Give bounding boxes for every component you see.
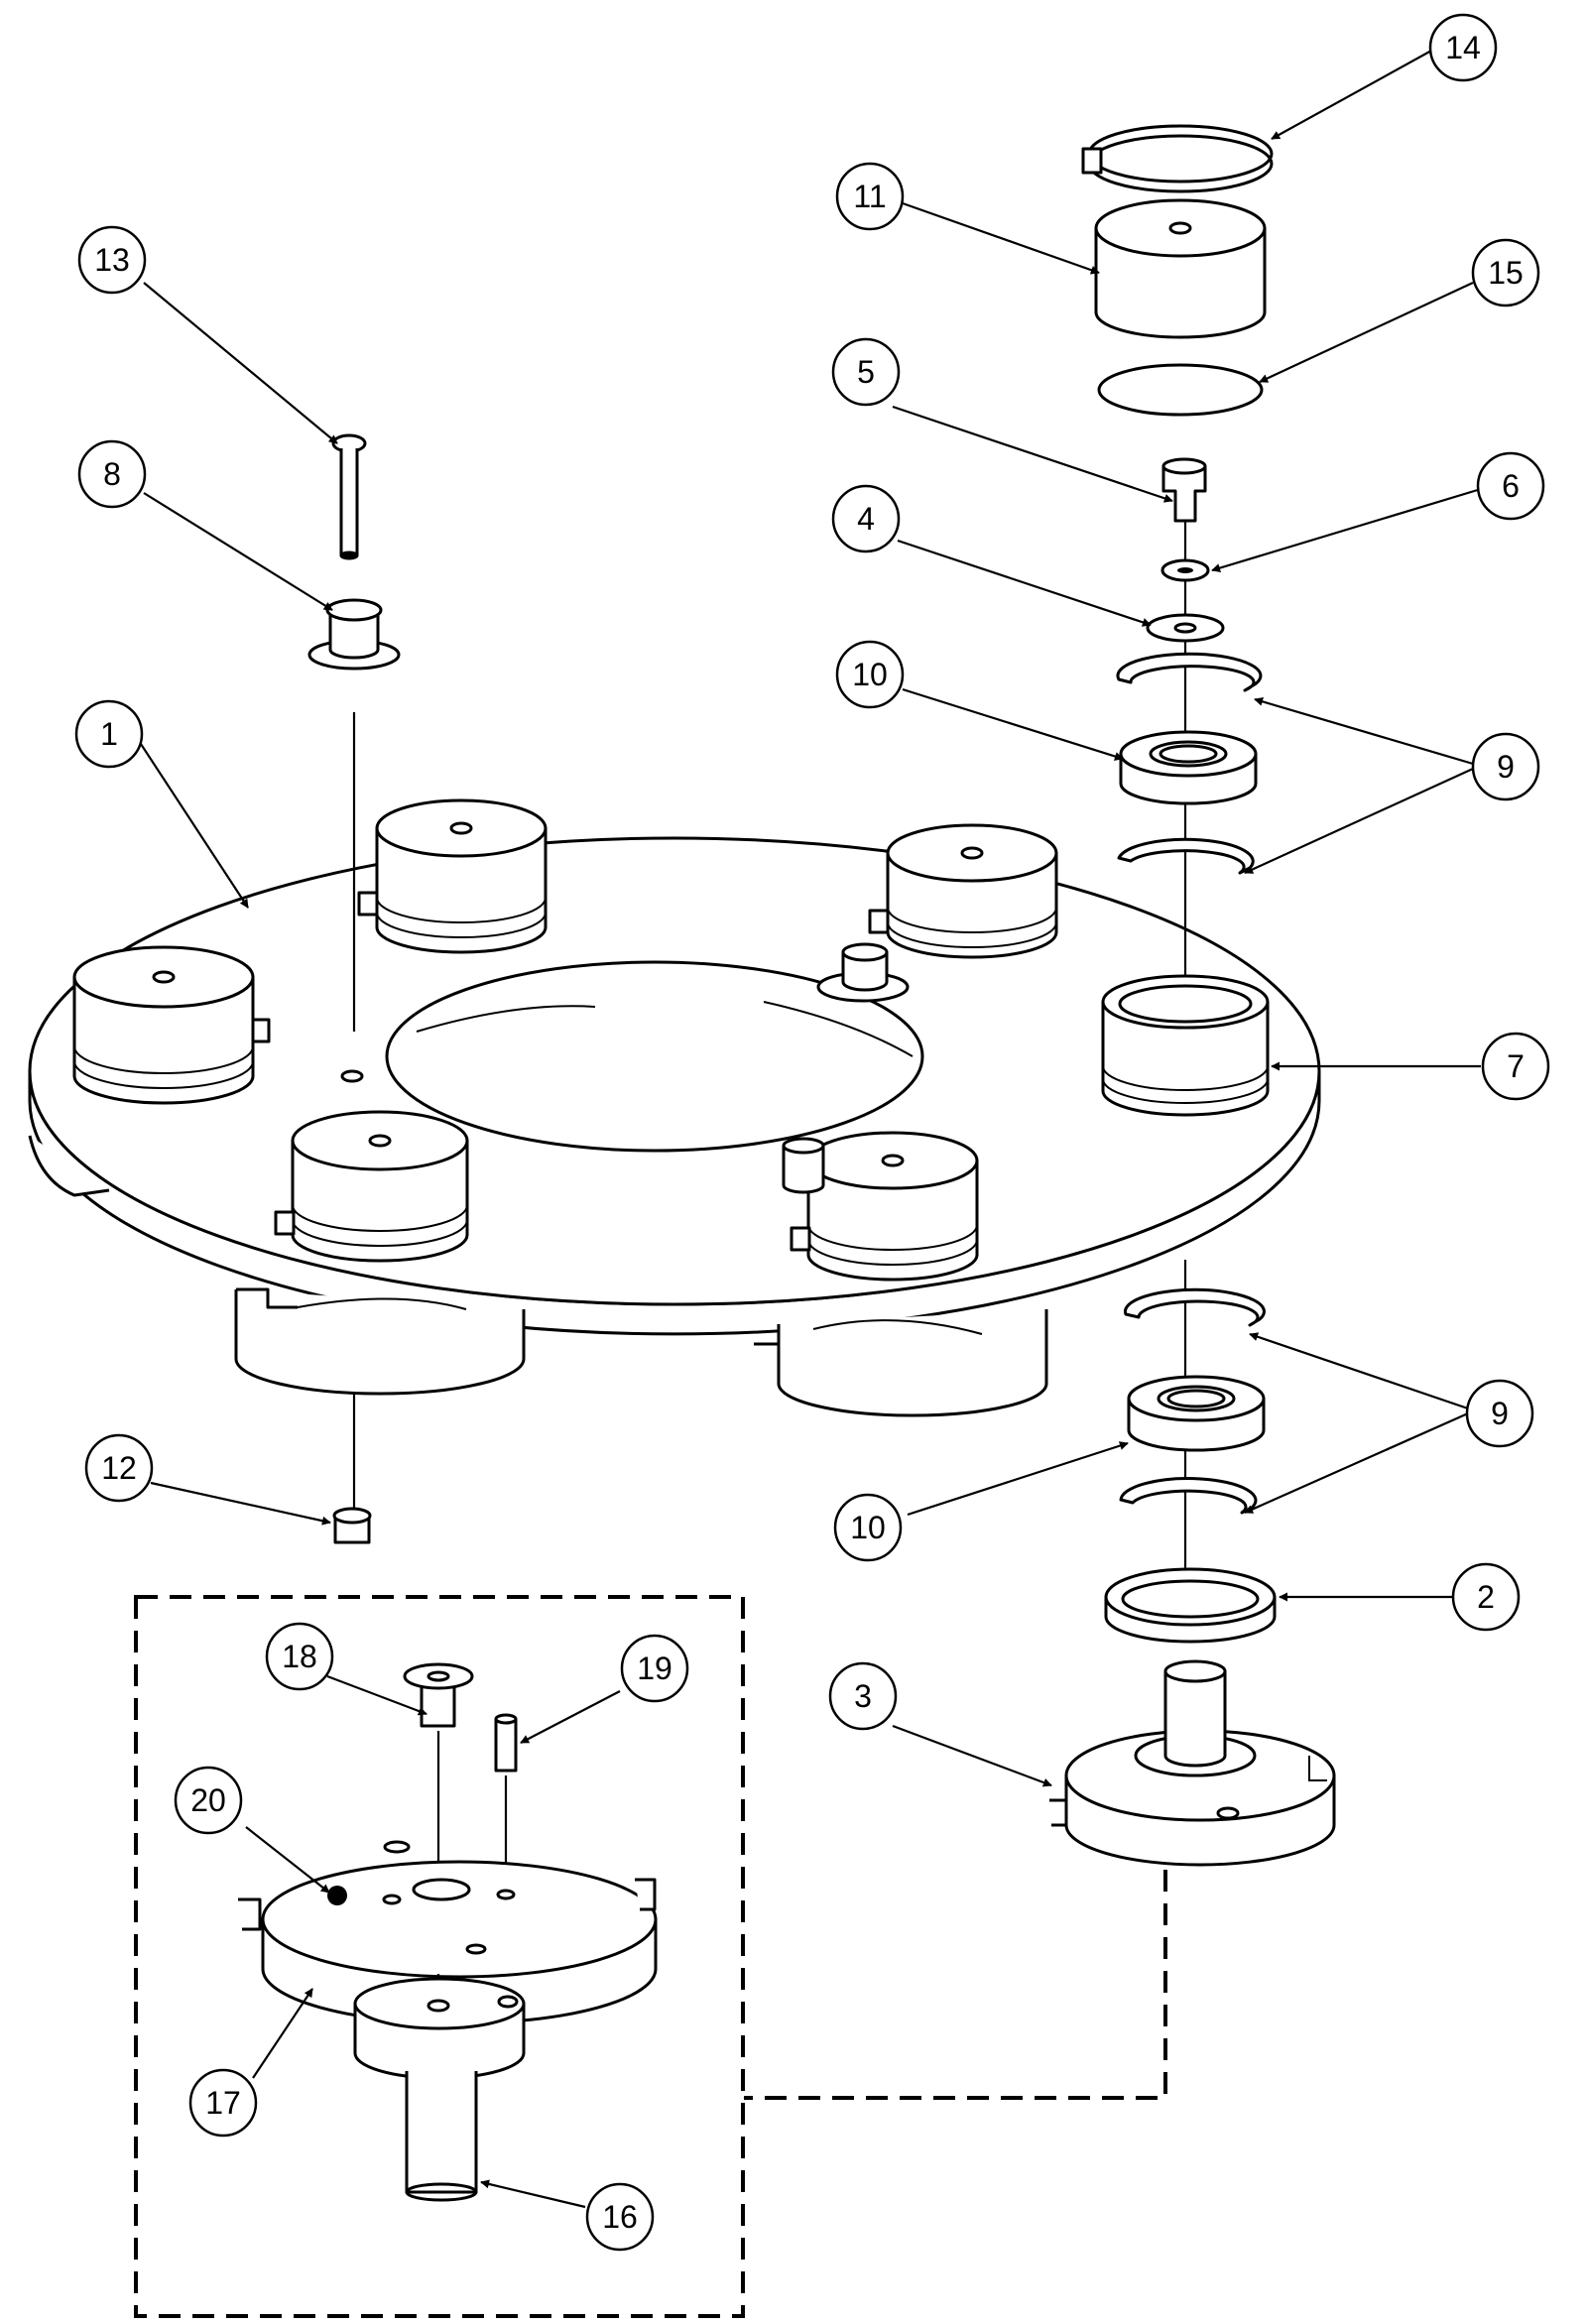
callout-label: 13 <box>94 242 130 278</box>
callout-15: 15 <box>1471 238 1540 307</box>
cap-screw-part-18 <box>403 1662 474 1728</box>
callout-label: 1 <box>100 716 118 752</box>
housing-front-left <box>274 1110 469 1263</box>
callout-label: 5 <box>857 354 875 390</box>
bearing-part-10-lower <box>1127 1375 1266 1452</box>
callout-label: 15 <box>1488 255 1524 291</box>
housing-left <box>72 945 271 1105</box>
housing-front-right <box>790 1131 979 1282</box>
callout-1: 1 <box>74 699 144 769</box>
dowel-pin-part-19 <box>494 1713 518 1773</box>
callout-label: 7 <box>1507 1048 1525 1084</box>
callout-14: 14 <box>1428 13 1498 82</box>
callout-label: 4 <box>857 501 875 537</box>
housing-back-left <box>357 798 548 954</box>
callout-label: 9 <box>1497 749 1515 785</box>
retaining-ring-part-9-lowest <box>1119 1477 1258 1515</box>
callout-20: 20 <box>174 1766 243 1835</box>
bushing-part-8 <box>307 598 401 671</box>
callout-7: 7 <box>1481 1032 1550 1101</box>
callout-label: 18 <box>282 1639 317 1674</box>
callout-label: 10 <box>850 1510 886 1545</box>
callout-11: 11 <box>835 162 905 231</box>
callout-4: 4 <box>831 484 901 553</box>
callout-label: 11 <box>853 179 886 214</box>
callout-label: 19 <box>637 1651 672 1686</box>
retaining-ring-part-9-lower <box>1123 1287 1266 1327</box>
lower-left-foot <box>234 1287 526 1396</box>
screw-part-13 <box>331 433 367 560</box>
clamp-ring-part-14 <box>1081 124 1274 193</box>
callout-3: 3 <box>828 1661 898 1731</box>
callout-label: 9 <box>1491 1396 1509 1431</box>
callout-5: 5 <box>831 337 901 407</box>
callout-label: 6 <box>1502 468 1520 504</box>
callout-17: 17 <box>188 2068 258 2138</box>
callout-label: 17 <box>205 2085 241 2121</box>
callout-10-upper: 10 <box>835 640 905 709</box>
cap-part-11 <box>1094 198 1267 339</box>
seal-part-2 <box>1104 1567 1277 1644</box>
callout-label: 20 <box>190 1782 226 1818</box>
mounted-bushing-2 <box>782 1137 825 1194</box>
detail-box <box>134 1595 745 2318</box>
callout-9-upper: 9 <box>1471 732 1540 801</box>
callout-12: 12 <box>84 1433 154 1503</box>
hub-part-3 <box>1049 1659 1336 1867</box>
callout-label: 14 <box>1445 30 1481 65</box>
lower-right-foot <box>754 1309 1048 1417</box>
callout-8: 8 <box>77 439 147 509</box>
nut-part-12 <box>332 1507 372 1544</box>
callout-label: 12 <box>101 1450 137 1486</box>
callout-label: 16 <box>602 2199 638 2235</box>
marker-dot-part-20 <box>327 1886 347 1905</box>
retaining-ring-part-9-upper <box>1116 652 1263 692</box>
callout-19: 19 <box>620 1634 689 1703</box>
mounted-bushing <box>816 942 910 1003</box>
bearing-part-10-upper <box>1119 730 1258 805</box>
callout-6: 6 <box>1476 451 1545 521</box>
shaft-part-16 <box>353 1974 526 2202</box>
callout-18: 18 <box>265 1622 334 1691</box>
callout-2: 2 <box>1451 1562 1521 1632</box>
callout-9-lower: 9 <box>1465 1379 1534 1448</box>
housing-back-right <box>868 823 1058 959</box>
o-ring-part-15 <box>1097 363 1264 417</box>
callout-label: 3 <box>854 1678 872 1714</box>
leader-lines <box>138 49 1482 2209</box>
bolt-part-5 <box>1161 457 1207 523</box>
callout-13: 13 <box>77 225 147 295</box>
washer-part-4 <box>1146 613 1225 643</box>
callout-label: 8 <box>103 456 121 492</box>
detail-box-connector <box>744 1870 1167 2100</box>
sleeve-part-7 <box>1101 974 1270 1117</box>
callout-10-lower: 10 <box>833 1493 903 1562</box>
callout-16: 16 <box>585 2182 655 2252</box>
callout-label: 2 <box>1477 1579 1495 1615</box>
callout-label: 10 <box>852 657 888 692</box>
